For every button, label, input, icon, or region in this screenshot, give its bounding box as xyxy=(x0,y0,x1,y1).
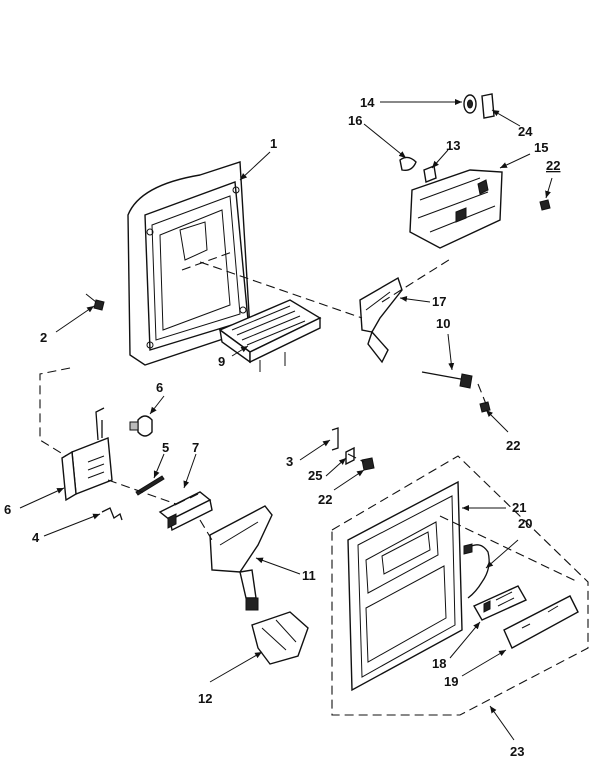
label-15: 15 xyxy=(534,140,548,155)
part-15-switch-housing xyxy=(409,169,503,249)
label-1: 1 xyxy=(270,136,277,151)
label-7: 7 xyxy=(192,440,199,455)
part-14-gasket xyxy=(463,94,477,114)
label-23: 23 xyxy=(510,744,524,759)
label-22-lower: 22 xyxy=(506,438,520,453)
label-3: 3 xyxy=(286,454,293,469)
part-6-switch-module xyxy=(61,407,113,502)
label-18: 18 xyxy=(432,656,446,671)
label-2: 2 xyxy=(40,330,47,345)
assembly-dash-lines xyxy=(39,251,579,583)
part-25-spacer xyxy=(345,446,355,466)
label-24: 24 xyxy=(518,124,533,139)
part-20-wire-harness xyxy=(463,543,490,599)
label-14: 14 xyxy=(360,95,375,110)
label-16: 16 xyxy=(348,113,362,128)
part-19-membrane-overlay xyxy=(503,595,579,649)
part-22-screw-mid xyxy=(361,457,375,471)
part-16-bulb xyxy=(399,156,417,172)
part-24-bracket xyxy=(481,93,495,119)
part-7-hinge-bracket xyxy=(158,491,213,532)
label-11: 11 xyxy=(302,568,316,583)
part-labels: 1 2 3 4 5 6 6 7 9 10 11 12 13 14 15 16 1… xyxy=(4,95,560,759)
label-6-lower: 6 xyxy=(4,502,11,517)
part-3-clip xyxy=(331,427,339,451)
part-22-screw-top xyxy=(539,199,551,211)
label-12: 12 xyxy=(198,691,212,706)
part-4-spring-clip xyxy=(101,507,123,521)
part-12-chute-cup xyxy=(251,611,309,665)
part-18-circuit-board xyxy=(473,585,527,621)
part-9-drip-tray xyxy=(218,299,322,372)
part-13-grommet xyxy=(423,165,437,183)
label-4: 4 xyxy=(32,530,40,545)
part-17-actuator-arm xyxy=(359,276,403,364)
part-5-rod xyxy=(135,475,165,496)
part-8-solenoid xyxy=(129,415,153,437)
label-17: 17 xyxy=(432,294,446,309)
label-25: 25 xyxy=(308,468,322,483)
label-21: 21 xyxy=(512,500,526,515)
leader-lines xyxy=(19,99,553,741)
label-22-top: 22 xyxy=(546,158,560,173)
part-23-control-assembly-outline xyxy=(331,455,589,716)
part-11-ice-lever xyxy=(209,505,273,611)
part-21-front-panel xyxy=(347,480,463,692)
label-13: 13 xyxy=(446,138,460,153)
label-10: 10 xyxy=(436,316,450,331)
label-5: 5 xyxy=(162,440,169,455)
part-2-screw xyxy=(85,293,105,311)
label-6-upper: 6 xyxy=(156,380,163,395)
label-20: 20 xyxy=(518,516,532,531)
label-22-mid: 22 xyxy=(318,492,332,507)
part-1-dispenser-housing xyxy=(127,161,251,366)
label-9: 9 xyxy=(218,354,225,369)
part-10-pivot-rod xyxy=(421,371,473,389)
label-19: 19 xyxy=(444,674,458,689)
part-22-screw-lower xyxy=(479,401,491,413)
